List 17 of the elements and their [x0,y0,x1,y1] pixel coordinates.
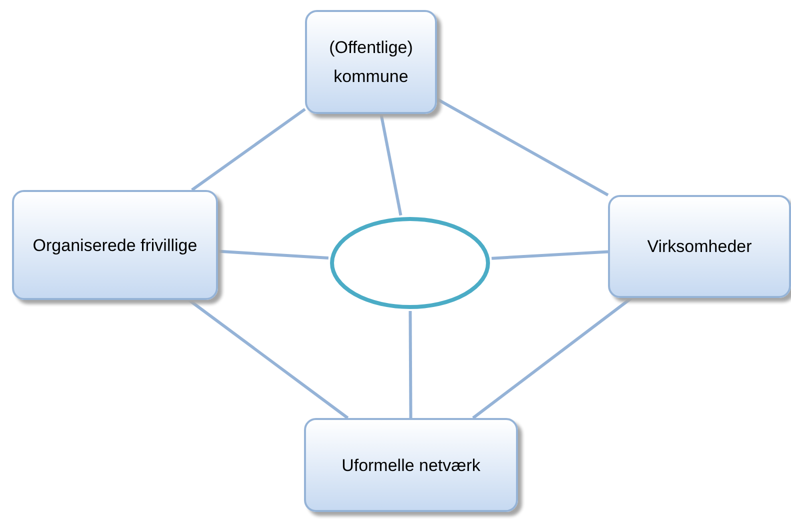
rounded-box [304,418,518,512]
box-label: Organiserede frivillige [32,234,198,256]
box-label: Uformelle netværk [340,454,482,476]
connector-line [218,250,329,260]
empty-ellipse [330,217,490,309]
rounded-box [305,10,437,114]
box-label: Virksomheder [646,236,753,258]
rounded-box [608,195,791,298]
connector-line [436,98,609,196]
connector-line [408,311,412,418]
rounded-box [12,190,218,300]
box-label: (Offentlige) kommune [328,37,414,88]
connector-line [492,250,608,260]
connector-line [472,296,632,420]
connector-line [380,114,402,216]
connector-line [188,298,349,420]
connector-line [191,108,306,192]
